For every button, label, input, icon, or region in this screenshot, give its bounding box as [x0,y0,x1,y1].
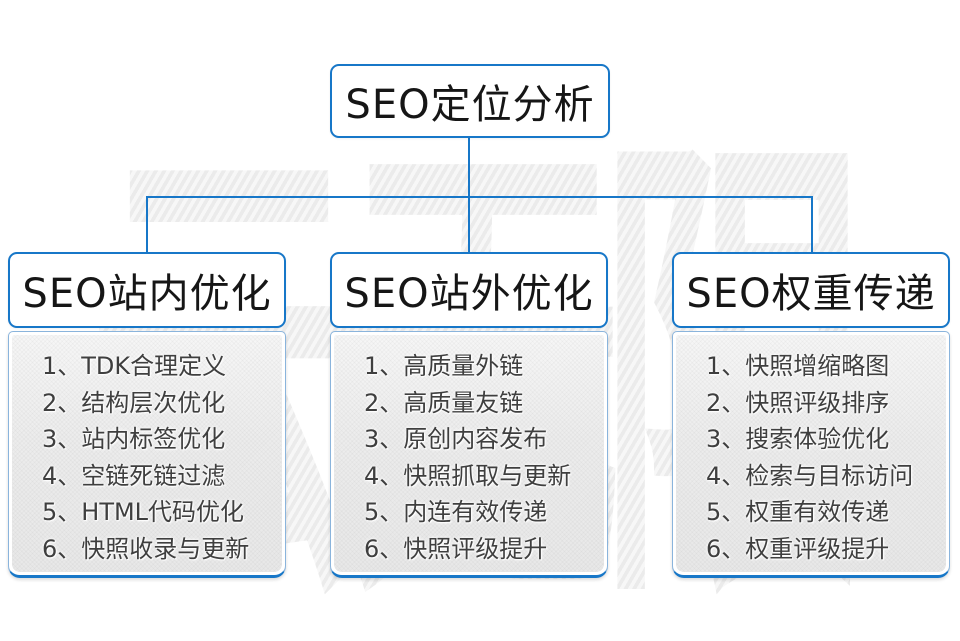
root-node-label: SEO定位分析 [345,82,595,128]
list-item: 3、站内标签优化 [42,425,226,453]
list-panel-weight-transfer-body: 1、快照增缩略图 2、快照评级排序 3、搜索体验优化 4、检索与目标访问 5、权… [676,335,946,572]
header-node-weight-transfer: SEO权重传递 [672,252,950,328]
list-item: 2、快照评级排序 [706,388,890,417]
list-item: 6、快照收录与更新 [42,534,250,563]
connector-drop-line-right [811,196,813,253]
list-item: 4、空链死链过滤 [42,461,226,490]
header-node-offsite-optimization: SEO站外优化 [330,252,608,328]
list-item: 1、TDK合理定义 [42,352,227,380]
list-item: 4、快照抓取与更新 [364,461,572,490]
list-panel-offsite: 1、高质量外链 2、高质量友链 3、原创内容发布 4、快照抓取与更新 5、内连有… [330,331,608,578]
header-node-onsite-optimization: SEO站内优化 [8,252,286,328]
list-panel-onsite: 1、TDK合理定义 2、结构层次优化 3、站内标签优化 4、空链死链过滤 5、H… [8,331,286,578]
connector-drop-line-left [146,196,148,253]
header-label-onsite: SEO站内优化 [22,271,272,317]
connector-drop-line-middle [468,196,470,253]
list-item: 3、原创内容发布 [364,425,548,453]
connector-horizontal-line [146,196,813,198]
root-node-seo-positioning: SEO定位分析 [330,64,610,138]
list-item: 5、HTML代码优化 [42,498,245,526]
header-label-offsite: SEO站外优化 [344,271,594,317]
list-item: 2、结构层次优化 [42,388,226,417]
list-item: 2、高质量友链 [364,388,524,417]
connector-trunk-line [468,138,470,197]
list-item: 1、快照增缩略图 [706,352,890,380]
list-item: 3、搜索体验优化 [706,425,890,453]
list-item: 6、快照评级提升 [364,534,548,563]
list-item: 5、内连有效传递 [364,498,548,526]
list-panel-weight-transfer: 1、快照增缩略图 2、快照评级排序 3、搜索体验优化 4、检索与目标访问 5、权… [672,331,950,578]
header-label-weight-transfer: SEO权重传递 [686,271,936,317]
list-item: 4、检索与目标访问 [706,461,914,490]
list-item: 5、权重有效传递 [706,498,890,526]
list-item: 1、高质量外链 [364,352,524,380]
list-panel-onsite-body: 1、TDK合理定义 2、结构层次优化 3、站内标签优化 4、空链死链过滤 5、H… [12,335,282,572]
list-item: 6、权重评级提升 [706,534,890,563]
list-panel-offsite-body: 1、高质量外链 2、高质量友链 3、原创内容发布 4、快照抓取与更新 5、内连有… [334,335,604,572]
